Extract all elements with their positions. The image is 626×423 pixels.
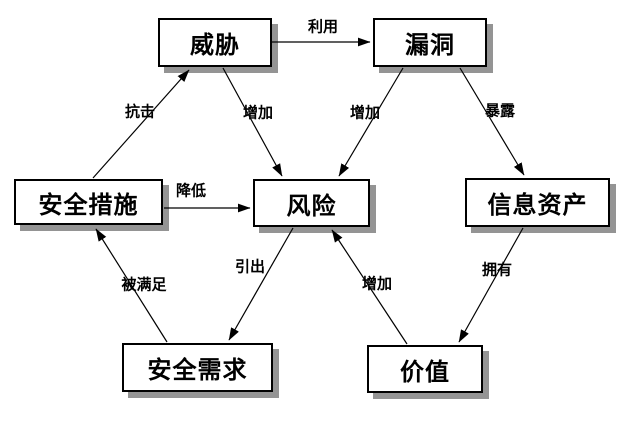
- edge-label-increase-vulnerability: 增加: [349, 103, 381, 122]
- node-security-measures: 安全措施: [14, 179, 163, 225]
- edge-label-lead-to: 引出: [234, 257, 266, 276]
- edge-risk-leads-to-security-requirements: [228, 227, 294, 341]
- node-vulnerability: 漏洞: [373, 18, 487, 67]
- edge-label-own: 拥有: [481, 260, 513, 279]
- node-risk: 风险: [253, 179, 370, 227]
- node-value: 价值: [367, 345, 483, 393]
- edge-label-resist: 抗击: [124, 102, 156, 121]
- edge-label-exploit: 利用: [307, 17, 339, 36]
- edge-label-increase-value: 增加: [361, 274, 393, 293]
- edge-label-reduce: 降低: [175, 181, 207, 200]
- node-security-requirements: 安全需求: [122, 343, 273, 392]
- edge-security-measures-resist-threat: [92, 69, 190, 179]
- node-information-assets: 信息资产: [465, 178, 610, 227]
- edge-label-expose: 暴露: [484, 101, 516, 120]
- node-threat: 威胁: [158, 18, 272, 67]
- edge-vulnerability-exposes-information-assets: [459, 67, 525, 176]
- edge-information-assets-own-value: [458, 227, 524, 343]
- edge-label-be-satisfied: 被满足: [121, 275, 167, 294]
- edge-label-increase-threat: 增加: [242, 103, 274, 122]
